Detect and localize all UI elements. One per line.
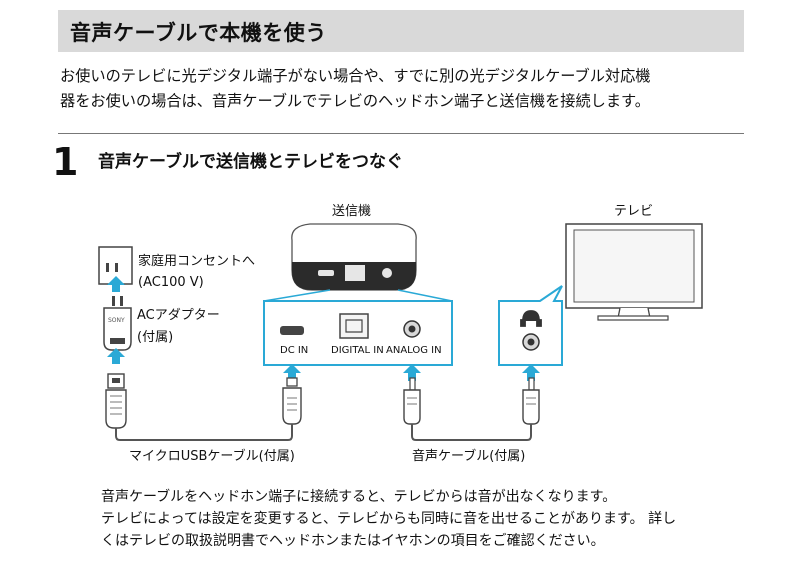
intro-text: お使いのテレビに光デジタル端子がない場合や、すでに別の光デジタルケーブル対応機 …: [60, 64, 750, 114]
divider: [58, 133, 744, 134]
transmitter-label: 送信機: [332, 204, 371, 219]
headphone-icon: [520, 310, 542, 327]
transmitter-device: [291, 223, 417, 291]
ac-adapter: SONY: [103, 296, 132, 351]
intro-line-2: 器をお使いの場合は、音声ケーブルでテレビのヘッドホン端子と送信機を接続します。: [60, 92, 650, 110]
port-dc-in: DC IN: [280, 345, 308, 356]
micro-usb-plug: [282, 377, 302, 425]
adapter-label-line-1: ACアダプター: [137, 308, 220, 323]
connection-arrows: [107, 276, 540, 381]
outlet-label-line-2: (AC100 V): [138, 275, 204, 290]
outlet-label-line-1: 家庭用コンセントへ: [138, 253, 255, 269]
port-digital-in: DIGITAL IN: [331, 345, 384, 356]
step-title: 音声ケーブルで送信機とテレビをつなぐ: [98, 152, 403, 172]
port-panel: DC IN DIGITAL IN ANALOG IN: [263, 289, 453, 366]
usb-a-plug: [105, 373, 127, 429]
intro-line-1: お使いのテレビに光デジタル端子がない場合や、すでに別の光デジタルケーブル対応機: [60, 67, 651, 85]
adapter-brand: SONY: [108, 317, 125, 324]
audio-cable-label: 音声ケーブル(付属): [412, 448, 525, 464]
headphone-port-callout: [498, 285, 563, 366]
audio-plug-transmitter: [403, 377, 421, 425]
note-line-2: テレビによっては設定を変更すると、テレビからも同時に音を出せることがあります。 …: [101, 511, 677, 527]
audio-cable: [411, 424, 532, 441]
adapter-label-line-2: (付属): [137, 330, 173, 345]
tv-device: [565, 223, 703, 321]
section-title-bar: 音声ケーブルで本機を使う: [58, 10, 744, 52]
section-title: 音声ケーブルで本機を使う: [70, 21, 327, 45]
audio-plug-tv: [522, 377, 540, 425]
step-number: 1: [52, 140, 79, 184]
tv-label: テレビ: [614, 204, 653, 219]
notes: 音声ケーブルをヘッドホン端子に接続すると、テレビからは音が出なくなります。 テレ…: [101, 486, 751, 552]
note-line-3: くはテレビの取扱説明書でヘッドホンまたはイヤホンの項目をご確認ください。: [101, 533, 605, 549]
note-line-1: 音声ケーブルをヘッドホン端子に接続すると、テレビからは音が出なくなります。: [101, 489, 617, 505]
usb-cable-label: マイクロUSBケーブル(付属): [129, 448, 295, 464]
micro-usb-cable: [115, 424, 293, 441]
port-analog-in: ANALOG IN: [386, 345, 442, 356]
